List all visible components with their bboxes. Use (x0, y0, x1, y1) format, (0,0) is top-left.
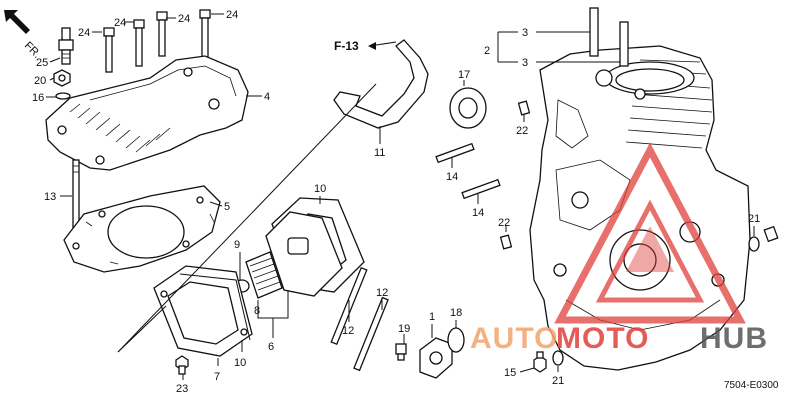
bolt-19 (395, 343, 407, 361)
breather-flange (419, 337, 453, 379)
stud-3-a (589, 7, 599, 57)
dowel-pin-22-b (499, 234, 513, 250)
gasket-10-bottom (179, 273, 251, 341)
stud-14-b (461, 178, 501, 200)
callout-5: 5 (224, 201, 230, 213)
callout-7: 7 (214, 371, 220, 383)
bolt-24-d (199, 9, 211, 59)
o-ring-18 (447, 327, 465, 353)
long-bolt-12-b (353, 296, 389, 372)
washer-16 (55, 92, 71, 100)
callout-20: 20 (34, 75, 46, 87)
callout-18: 18 (450, 307, 462, 319)
reed-screen-8 (245, 251, 283, 299)
bolt-23 (175, 355, 189, 375)
leader-lines (46, 13, 755, 380)
callout-14: 14 (472, 207, 484, 219)
callout-19: 19 (398, 323, 410, 335)
callout-16: 16 (32, 92, 44, 104)
nut-20 (53, 69, 71, 87)
callout-9: 9 (234, 239, 240, 251)
callout-14: 14 (446, 171, 458, 183)
callout-23: 23 (176, 383, 188, 395)
head-gasket (63, 185, 221, 273)
drawing-code: 7504-E0300 (724, 380, 779, 391)
oil-seal (449, 87, 487, 129)
watermark-hub: HUB (700, 322, 768, 355)
drain-bolt-15 (533, 351, 547, 373)
callout-3: 3 (522, 57, 528, 69)
callout-24: 24 (114, 17, 126, 29)
breather-tube (333, 39, 429, 129)
drain-plug-side (763, 225, 779, 243)
callout-21: 21 (748, 213, 760, 225)
callout-10: 10 (234, 357, 246, 369)
callout-2: 2 (484, 45, 490, 57)
callout-13: 13 (44, 191, 56, 203)
callout-10: 10 (314, 183, 326, 195)
bolt-24-b (133, 19, 145, 67)
callout-12: 12 (376, 287, 388, 299)
callout-22: 22 (516, 125, 528, 137)
callout-12: 12 (342, 325, 354, 337)
callout-4: 4 (264, 91, 270, 103)
cylinder-head (45, 55, 249, 171)
washer-21-bottom (552, 350, 564, 366)
front-direction-arrow-icon (4, 10, 30, 34)
callout-15: 15 (504, 367, 516, 379)
watermark-moto: MOTO (556, 322, 649, 355)
bolt-24-c (156, 11, 168, 57)
callout-11: 11 (374, 147, 385, 159)
callout-1: 1 (429, 311, 435, 323)
spark-plug (58, 27, 74, 65)
callouts: 24 24 24 24 25 20 16 4 13 5 11 17 22 14 … (32, 9, 760, 395)
bolt-24-a (103, 27, 115, 73)
dowel-pin-22-a (517, 100, 531, 116)
stud-3-b (619, 21, 629, 67)
cover-plate-7 (153, 265, 253, 357)
washer-21-right (748, 236, 760, 252)
callout-22: 22 (498, 217, 510, 229)
callout-3: 3 (522, 27, 528, 39)
callout-21: 21 (552, 375, 564, 387)
watermark-logo (554, 142, 746, 324)
callout-6: 6 (268, 341, 274, 353)
stud-14-a (435, 142, 475, 164)
callout-25: 25 (36, 57, 48, 69)
callout-8: 8 (254, 305, 260, 317)
callout-24: 24 (178, 13, 190, 25)
watermark-text: AUTO MOTO HUB (470, 322, 768, 355)
reference-label: F-13 (334, 39, 359, 53)
callout-17: 17 (458, 69, 470, 81)
watermark-auto: AUTO (470, 322, 558, 355)
callout-24: 24 (78, 27, 90, 39)
callout-24: 24 (226, 9, 238, 21)
reed-insulator (265, 211, 343, 297)
